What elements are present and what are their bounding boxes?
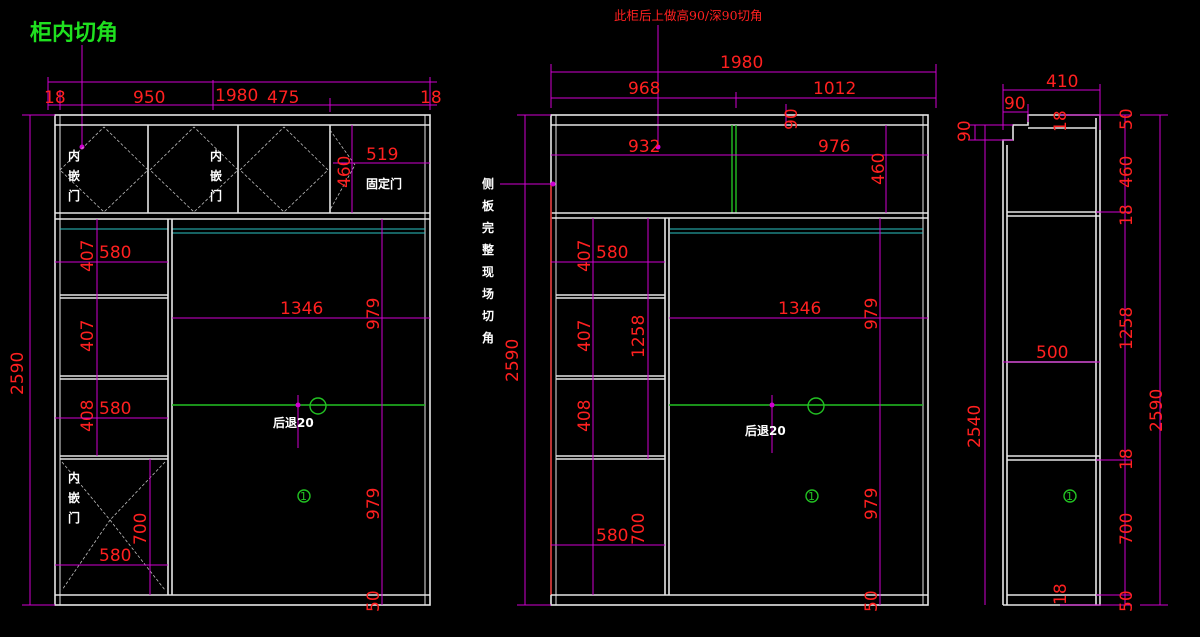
view3-height-total: 2590 bbox=[1147, 389, 1167, 432]
view1-outline bbox=[54, 114, 431, 606]
view1-right-h-1: 979 bbox=[364, 488, 384, 520]
view3-right-h-3: 18 bbox=[1117, 204, 1137, 226]
view1-dim-519: 519 bbox=[366, 145, 398, 165]
view2-label-setback: 后退20 bbox=[745, 423, 786, 438]
view2-dim-580-a: 580 bbox=[596, 243, 628, 263]
view1-label-inlay-door-2: 内嵌门 bbox=[210, 148, 222, 203]
view2-label-side-panel: 侧板完整现场切角 bbox=[481, 176, 495, 345]
view1-left-h-3: 700 bbox=[131, 513, 151, 545]
view2-left-h-2: 408 bbox=[575, 400, 595, 432]
view3-right-h-6: 700 bbox=[1117, 513, 1137, 545]
view1-label-fixed-door: 固定门 bbox=[366, 176, 402, 191]
view3-top-notch: 90 bbox=[1004, 94, 1026, 114]
view1-dim-top-4: 18 bbox=[420, 88, 442, 108]
view3-right-h-7: 18 bbox=[1051, 583, 1071, 605]
view1-height-total: 2590 bbox=[8, 352, 28, 395]
view3-right-h-0: 50 bbox=[1117, 108, 1137, 130]
view3-shelf-depth: 500 bbox=[1036, 343, 1068, 363]
view1-dim-580-b: 580 bbox=[99, 399, 131, 419]
view3-right-h-4: 1258 bbox=[1117, 307, 1137, 350]
view3-inner-height: 2540 bbox=[965, 405, 985, 448]
view2-upper-right: 976 bbox=[818, 137, 850, 157]
view2-top-right: 1012 bbox=[813, 79, 856, 99]
view1-base: 50 bbox=[364, 590, 384, 612]
view3-notch-height: 90 bbox=[955, 120, 975, 142]
view2-dim-580-b: 580 bbox=[596, 526, 628, 546]
view1-label-inlay-door-3: 内嵌门 bbox=[68, 470, 80, 525]
view1-label-inlay-door-1: 内嵌门 bbox=[68, 148, 80, 203]
view2-main-width: 1346 bbox=[778, 299, 821, 319]
drawing-title: 柜内切角 bbox=[30, 20, 118, 46]
view1-left-h-1: 407 bbox=[78, 320, 98, 352]
view2-top-total: 1980 bbox=[720, 53, 763, 73]
view1-dim-580-c: 580 bbox=[99, 546, 131, 566]
view2-height-total: 2590 bbox=[503, 339, 523, 382]
view2-left-h-0: 407 bbox=[575, 240, 595, 272]
view2-note-top: 此柜后上做高90/深90切角 bbox=[614, 8, 763, 23]
view1-dim-top-3: 475 bbox=[267, 88, 299, 108]
view1-main-width: 1346 bbox=[280, 299, 323, 319]
view2-front-elevation: 此柜后上做高90/深90切角 1 1980 968 101 bbox=[481, 8, 937, 612]
view3-circle-mark: 1 bbox=[1066, 490, 1073, 503]
view2-right-h-1: 979 bbox=[862, 488, 882, 520]
view2-offset-90: 90 bbox=[782, 108, 802, 130]
view3-right-h-5: 18 bbox=[1117, 448, 1137, 470]
view1-right-h-0: 979 bbox=[364, 298, 384, 330]
view2-upper-left: 932 bbox=[628, 137, 660, 157]
view3-right-h-8: 50 bbox=[1117, 590, 1137, 612]
view2-circle-mark: 1 bbox=[808, 490, 815, 503]
view1-dim-580-a: 580 bbox=[99, 243, 131, 263]
view3-right-h-1: 18 bbox=[1051, 110, 1071, 132]
view2-left-h-1: 407 bbox=[575, 320, 595, 352]
view2-left-h-3: 700 bbox=[629, 513, 649, 545]
view1-dim-460: 460 bbox=[335, 156, 355, 188]
view3-top-width: 410 bbox=[1046, 72, 1078, 92]
view2-right-h-0: 979 bbox=[862, 298, 882, 330]
view1-left-h-2: 408 bbox=[78, 400, 98, 432]
view3-right-h-2: 460 bbox=[1117, 156, 1137, 188]
view2-top-left: 968 bbox=[628, 79, 660, 99]
view1-left-h-0: 407 bbox=[78, 240, 98, 272]
title-leader-dot bbox=[79, 144, 85, 150]
view1-dim-top-2: 1980 bbox=[215, 86, 258, 106]
view1-dim-top-1: 950 bbox=[133, 88, 165, 108]
view2-left-col-total: 1258 bbox=[629, 315, 649, 358]
view3-side-section: 1 410 90 90 2540 500 50 18 460 18 1258 1… bbox=[955, 72, 1168, 612]
view1-dim-top-0: 18 bbox=[44, 88, 66, 108]
view2-upper-height: 460 bbox=[869, 153, 889, 185]
view1-circle-mark: 1 bbox=[300, 490, 307, 503]
view1-label-setback: 后退20 bbox=[273, 415, 314, 430]
view1-front-elevation: 1 18 950 1980 475 18 2590 519 460 580 40… bbox=[8, 77, 442, 612]
view2-base: 50 bbox=[862, 590, 882, 612]
